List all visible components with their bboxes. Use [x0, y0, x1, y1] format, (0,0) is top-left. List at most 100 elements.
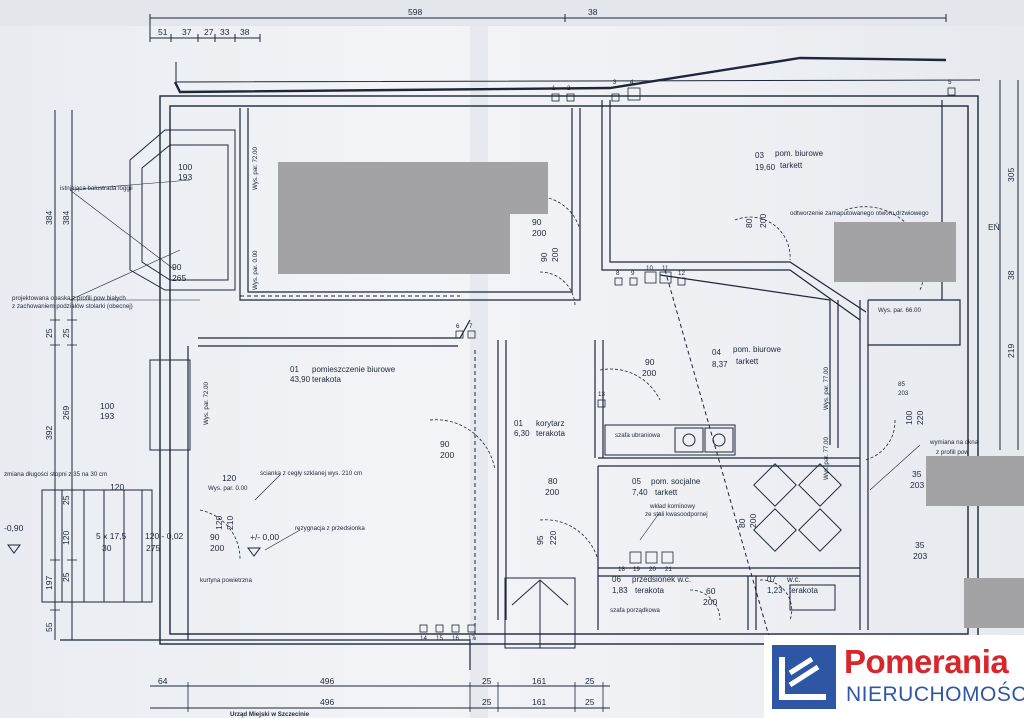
room-finish: tarkett — [736, 357, 759, 366]
marker-9: 9 — [631, 270, 635, 277]
room-number: 05 — [632, 477, 641, 486]
marker-16: 16 — [452, 635, 459, 642]
room-04-office: 04 pom. biurowe 8,37 tarkett — [712, 345, 782, 369]
paper-top-strip — [0, 0, 1024, 26]
door-dim-w: 85 — [898, 381, 905, 388]
door-dim-w: 120 — [214, 516, 224, 530]
room-finish: tarkett — [655, 488, 678, 497]
dim-bottom-1-b: 496 — [320, 676, 334, 686]
loggia-inner — [141, 144, 229, 281]
note-wall-partition: ścianka z cegły szklanej wys. 210 cm — [260, 470, 362, 477]
dim-bottom-2-d: 25 — [585, 697, 595, 707]
note-window-replace-1: wymiana na okna — [929, 439, 979, 446]
marker-5: 5 — [948, 79, 952, 86]
stair-dim: 30 — [102, 543, 112, 553]
marker-11: 11 — [662, 265, 669, 272]
room-07-wc: 07 w.c. 1,23 terakota — [767, 575, 818, 595]
marker-8: 8 — [616, 270, 620, 277]
marker-18: 18 — [618, 566, 625, 573]
dim-left-outer-1: 384 — [44, 211, 54, 225]
door-dim-w: 90 — [645, 357, 655, 367]
room-finish: terakota — [789, 586, 818, 595]
dim-left-inner-6: 25 — [61, 572, 71, 582]
room-name: pom. socjalne — [651, 477, 701, 486]
entrance-stairs — [41, 489, 153, 603]
dim-left-inner-3: 269 — [61, 406, 71, 420]
dim-left-outer-2: 25 — [44, 328, 54, 338]
room-number: 01 — [514, 419, 523, 428]
dim-bottom-1-e: 25 — [585, 676, 595, 686]
door-dim-h: 200 — [748, 514, 758, 528]
note-window-height-5: Wys. par. 77.00 — [823, 437, 830, 480]
door-dim-w: 35 — [912, 469, 922, 479]
door-dim-w: 90 — [172, 262, 182, 272]
room-06-vestibule-wc: 06 przedsionek w.c. 1,83 terakota — [612, 575, 691, 595]
logo-mark-icon — [772, 645, 836, 709]
note-window-height-1: Wys. par. 72.00 — [252, 147, 259, 190]
door-dim-h: 200 — [532, 228, 546, 238]
door-dim-h: 265 — [172, 273, 186, 283]
level-left: -0,90 — [4, 523, 24, 533]
door-dim-w: 90 — [440, 439, 450, 449]
door-dim-h: 193 — [178, 172, 192, 182]
marker-6: 6 — [456, 323, 460, 330]
door-dim-w: 80 — [737, 518, 747, 528]
dim-top-seg-5: 38 — [240, 27, 250, 37]
room-name: pom. biurowe — [775, 149, 824, 158]
dim-bottom-2-c: 161 — [532, 697, 546, 707]
room-area: 43,90 — [290, 375, 311, 384]
marker-15: 15 — [436, 635, 443, 642]
dim-left-outer-4: 197 — [44, 576, 54, 590]
door-dim-h: 203 — [898, 390, 909, 397]
marker-3: 3 — [613, 79, 617, 86]
facade-outline — [175, 62, 981, 83]
redaction-box — [278, 212, 510, 274]
note-chimney-1: wkład kominowy — [649, 503, 696, 510]
note-vestibule: rezygnacja z przedsionka — [295, 525, 365, 532]
door-dim-w: 90 — [532, 217, 542, 227]
note-sill-1: projektowana opaska z profili pow białyc… — [12, 295, 126, 302]
sheet-footer-stamp: Urząd Miejski w Szczecinie — [230, 711, 310, 718]
marker-12: 12 — [678, 270, 685, 277]
dim-top-seg-1: 51 — [158, 27, 168, 37]
plan-text: 598 38 51 37 27 33 38 64 496 25 161 25 4… — [4, 7, 1024, 718]
door-dim-w: 60 — [706, 586, 716, 596]
room-name: pom. biurowe — [733, 345, 782, 354]
room-finish: terakota — [312, 375, 341, 384]
dim-left-inner-5: 120 — [61, 531, 71, 545]
room-number: 07 — [767, 575, 776, 584]
door-dim-w: 100 — [100, 401, 114, 411]
paper-fold — [470, 0, 488, 718]
level-right: +/- 0,00 — [250, 532, 279, 542]
kitchen-unit — [604, 424, 736, 456]
note-window-height-2: Wys. par. 0.00 — [252, 250, 259, 290]
dim-bottom-1-d: 161 — [532, 676, 546, 686]
stair-dim: 120 — [110, 482, 124, 492]
marker-21: 21 — [665, 566, 672, 573]
room-01-office: 01 pomieszczenie biurowe 43,90 terakota — [290, 365, 396, 384]
room-area: 19,60 — [755, 163, 776, 172]
room-number: 04 — [712, 348, 721, 357]
wc-fixture — [789, 584, 836, 611]
dim-top-seg-4: 33 — [220, 27, 230, 37]
note-window-replace-2: z profili pow — [936, 449, 969, 456]
dim-left-inner-4: 25 — [61, 495, 71, 505]
door-dim-h: 200 — [703, 597, 717, 607]
room-area: 1,83 — [612, 586, 628, 595]
note-sill-2: z zachowaniem podziałów stolarki (obecne… — [12, 303, 133, 310]
note-curtain: kurtyna powietrzna — [200, 577, 252, 584]
door-dim-h: 210 — [225, 516, 235, 530]
level-marker-right — [247, 547, 261, 557]
dim-bottom-1-c: 25 — [482, 676, 492, 686]
room-05-social: 05 pom. socjalne 7,40 tarkett — [632, 477, 701, 497]
dim-right-4: 38 — [1006, 270, 1016, 280]
logo-name: Pomerania — [844, 643, 1009, 680]
door-dim-h: 200 — [642, 368, 656, 378]
dim-bottom-2-b: 25 — [482, 697, 492, 707]
door-dim-h: 200 — [210, 543, 224, 553]
dim-top-seg-2: 37 — [182, 27, 192, 37]
room-number: 01 — [290, 365, 299, 374]
marker-2: 2 — [567, 85, 571, 92]
